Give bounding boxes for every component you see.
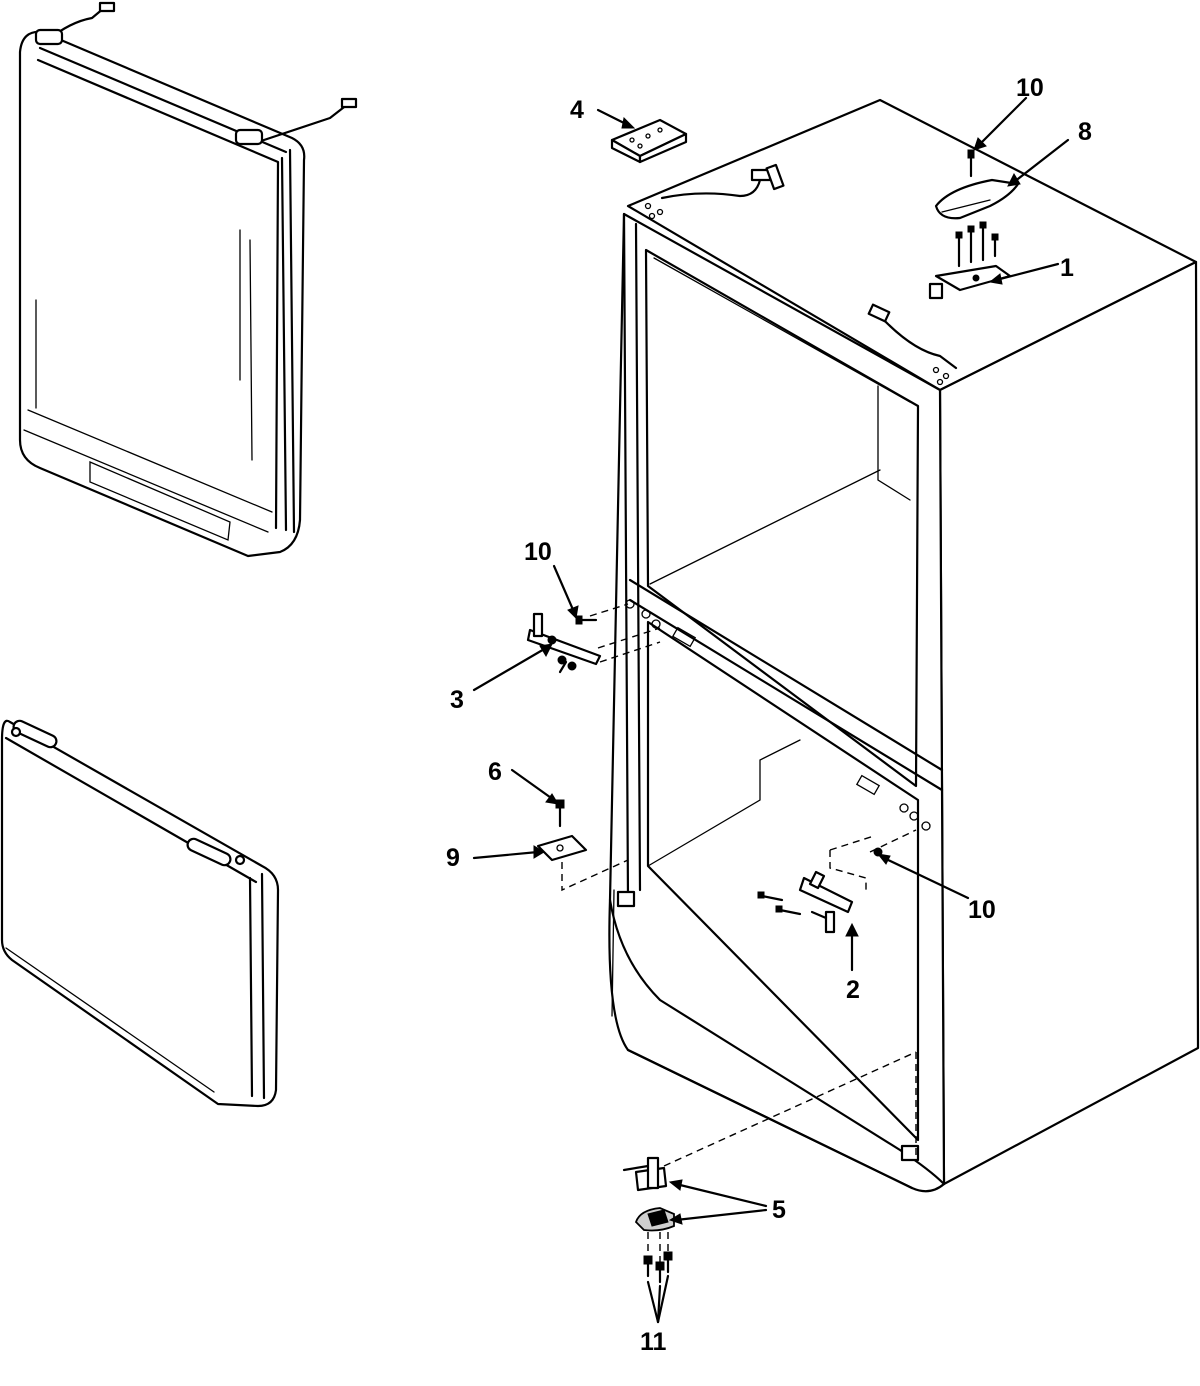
callout-11: 11 [640,1328,667,1356]
callout-2: 2 [846,976,860,1004]
callout-4: 4 [570,96,584,124]
callout-10-top: 10 [1016,74,1044,102]
part-4-pad [610,118,688,164]
freezer-door [0,719,280,1108]
leader-lines [472,96,1070,1324]
top-screw [967,149,975,178]
callout-1: 1 [1060,254,1074,282]
part-8-hinge-cover [934,178,1020,220]
refrigerator-cabinet [608,98,1200,1193]
part-9-bracket [536,834,629,892]
callout-labels: 4 10 8 1 10 3 6 9 10 2 5 11 [446,74,1092,1356]
callout-8: 8 [1078,118,1092,146]
callout-9: 9 [446,844,460,872]
refrigerator-door [18,1,358,558]
callout-3: 3 [450,686,464,714]
part-5-bottom-hinge [622,1051,917,1232]
callout-10-left: 10 [524,538,552,566]
callout-10-right: 10 [968,896,996,924]
callout-5: 5 [772,1196,786,1224]
callout-6: 6 [488,758,502,786]
part-1-top-hinge [928,221,1012,300]
part-11-screws [643,1232,673,1284]
part-3-middle-hinge [526,603,661,674]
part-2-middle-hinge [757,829,917,934]
